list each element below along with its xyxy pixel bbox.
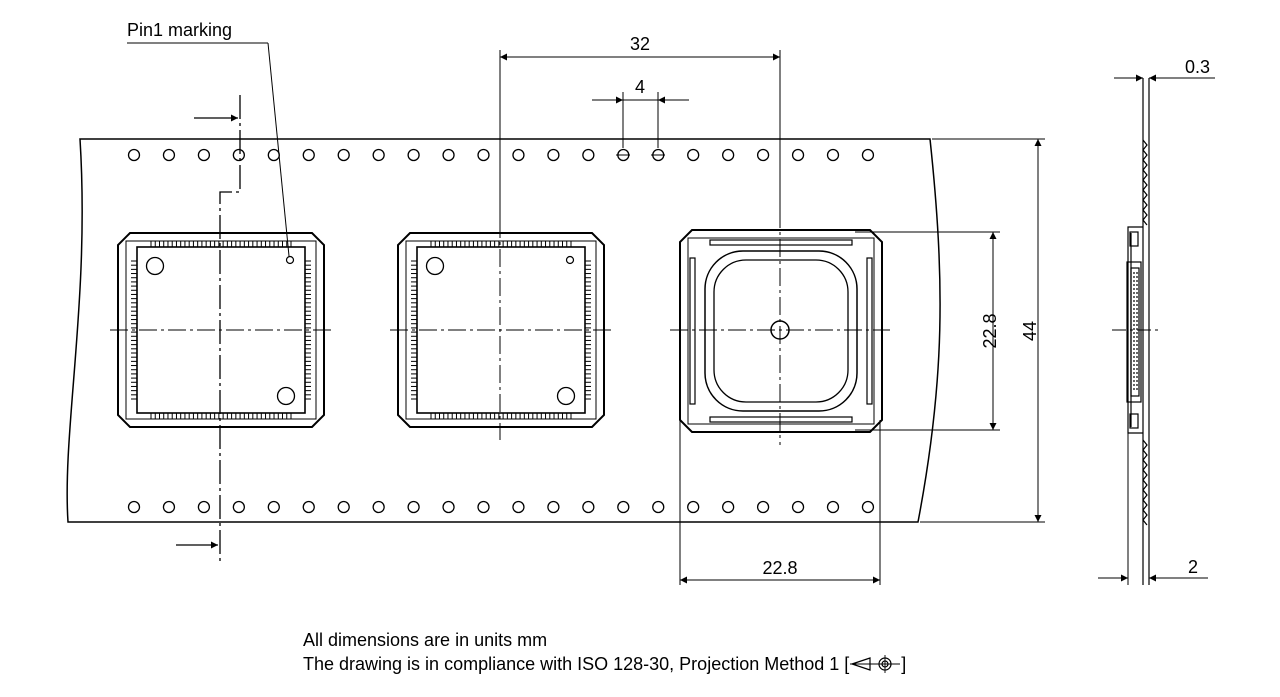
component-2-pins: [411, 241, 591, 419]
standard-note-text: The drawing is in compliance with ISO 12…: [303, 654, 850, 674]
sprocket-hole: [372, 500, 385, 514]
dim-hole-pitch-4: [592, 92, 689, 148]
sprocket-hole: [407, 148, 420, 162]
sprocket-hole: [582, 500, 595, 514]
center-lines: [110, 210, 890, 445]
dim-0-3-label: 0.3: [1185, 57, 1210, 77]
pin1-leader: [127, 42, 290, 257]
sprocket-hole: [127, 500, 141, 514]
sprocket-hole: [617, 500, 630, 514]
sprocket-hole: [302, 148, 315, 162]
standard-note-end: ]: [901, 654, 907, 674]
sprocket-hole: [267, 148, 280, 162]
pin1-marker: [285, 255, 295, 265]
dim-pitch-32: [499, 50, 781, 220]
carrier-tape: [66, 138, 941, 523]
sprocket-hole: [162, 500, 176, 514]
sprocket-hole: [547, 148, 560, 162]
sprocket-hole: [442, 148, 455, 162]
empty-pocket: [679, 229, 883, 433]
sprocket-hole: [756, 500, 770, 514]
pin1-label: Pin1 marking: [127, 20, 232, 40]
sprocket-hole: [512, 148, 525, 162]
section-line: [176, 95, 241, 565]
sprocket-holes-top: [127, 148, 875, 162]
sprocket-hole: [512, 500, 525, 514]
sprocket-hole: [477, 500, 490, 514]
sprocket-hole: [127, 148, 141, 162]
sprocket-hole: [861, 500, 875, 514]
sprocket-hole: [826, 148, 840, 162]
sprocket-hole: [791, 148, 805, 162]
drawing-notes: All dimensions are in units mm The drawi…: [303, 628, 906, 676]
sprocket-hole: [232, 148, 246, 162]
sprocket-hole: [477, 148, 490, 162]
sprocket-hole: [861, 148, 875, 162]
sprocket-hole: [162, 148, 176, 162]
sprocket-hole: [722, 500, 735, 514]
dim-22-8-vertical-label: 22.8: [980, 313, 1000, 348]
dim-4-label: 4: [635, 77, 645, 97]
standard-note: The drawing is in compliance with ISO 12…: [303, 652, 906, 676]
sprocket-hole: [652, 500, 665, 514]
dim-pocket-width: [679, 420, 881, 585]
sprocket-hole: [267, 500, 280, 514]
dim-pocket-height: [855, 231, 1000, 431]
sprocket-hole: [687, 148, 700, 162]
sprocket-hole: [197, 500, 211, 514]
sprocket-hole: [337, 148, 350, 162]
units-note: All dimensions are in units mm: [303, 630, 548, 650]
dim-pocket-depth: [1098, 433, 1208, 585]
sprocket-hole: [547, 500, 560, 514]
sprocket-hole: [756, 148, 770, 162]
sprocket-hole: [197, 148, 211, 162]
dim-22-8-horizontal-label: 22.8: [762, 558, 797, 578]
sprocket-hole: [582, 148, 595, 162]
sprocket-hole: [232, 500, 246, 514]
sprocket-hole: [442, 500, 455, 514]
sprocket-holes-bottom: [127, 500, 875, 514]
sprocket-hole: [791, 500, 805, 514]
dim-2-label: 2: [1188, 557, 1198, 577]
dim-tape-width: [920, 138, 1045, 523]
projection-method-symbol: [850, 655, 901, 673]
sprocket-hole: [372, 148, 385, 162]
sprocket-hole: [826, 500, 840, 514]
sprocket-hole: [302, 500, 315, 514]
side-view: [1126, 78, 1150, 585]
sprocket-hole: [337, 500, 350, 514]
dim-32-label: 32: [630, 34, 650, 54]
component-1-pins: [131, 241, 311, 419]
sprocket-hole: [407, 500, 420, 514]
dim-44-label: 44: [1020, 321, 1040, 341]
sprocket-hole: [722, 148, 735, 162]
sprocket-hole: [687, 500, 700, 514]
